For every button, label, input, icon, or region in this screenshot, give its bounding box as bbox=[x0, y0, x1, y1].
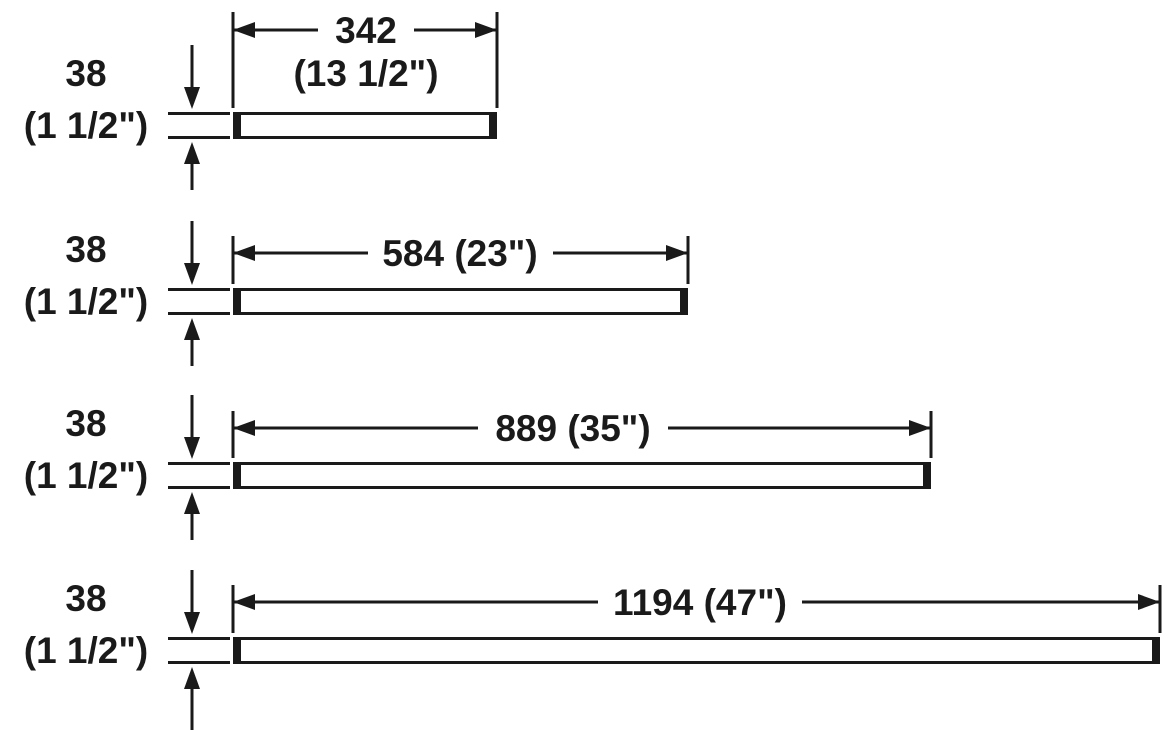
arrowhead-up-icon bbox=[184, 318, 200, 340]
length-label: 889 (35") bbox=[495, 408, 650, 449]
length-label: 584 (23") bbox=[382, 233, 537, 274]
rail-bar-body bbox=[241, 115, 489, 136]
rail-row-2: 584 (23") 38 (1 1/2") bbox=[24, 221, 690, 366]
arrowhead-left-icon bbox=[233, 245, 255, 261]
length-label: 1194 (47") bbox=[613, 582, 787, 623]
arrowhead-down-icon bbox=[184, 612, 200, 634]
rail-row-1: 342 (13 1/2") 38 (1 1/2") bbox=[24, 10, 499, 190]
thickness-label-mm: 38 bbox=[65, 403, 106, 444]
thickness-label-inch: (1 1/2") bbox=[24, 105, 148, 146]
rail-bar-body bbox=[241, 640, 1152, 661]
arrowhead-left-icon bbox=[233, 594, 255, 610]
thickness-label-mm: 38 bbox=[65, 53, 106, 94]
arrowhead-down-icon bbox=[184, 263, 200, 285]
thickness-label-mm: 38 bbox=[65, 578, 106, 619]
length-label-inch: (13 1/2") bbox=[293, 53, 438, 94]
arrowhead-up-icon bbox=[184, 492, 200, 514]
rail-bar-body bbox=[241, 465, 923, 486]
length-label-mm: 342 bbox=[335, 10, 397, 51]
arrowhead-right-icon bbox=[1138, 594, 1160, 610]
thickness-label-inch: (1 1/2") bbox=[24, 630, 148, 671]
thickness-label-inch: (1 1/2") bbox=[24, 455, 148, 496]
arrowhead-up-icon bbox=[184, 667, 200, 689]
arrowhead-up-icon bbox=[184, 142, 200, 164]
arrowhead-down-icon bbox=[184, 437, 200, 459]
thickness-label-mm: 38 bbox=[65, 229, 106, 270]
arrowhead-right-icon bbox=[666, 245, 688, 261]
rail-row-4: 1194 (47") 38 (1 1/2") bbox=[24, 570, 1162, 730]
arrowhead-left-icon bbox=[233, 420, 255, 436]
rail-row-3: 889 (35") 38 (1 1/2") bbox=[24, 395, 933, 540]
arrowhead-down-icon bbox=[184, 87, 200, 109]
thickness-label-inch: (1 1/2") bbox=[24, 281, 148, 322]
rail-bar-body bbox=[241, 291, 680, 312]
arrowhead-right-icon bbox=[909, 420, 931, 436]
arrowhead-right-icon bbox=[475, 22, 497, 38]
arrowhead-left-icon bbox=[233, 22, 255, 38]
